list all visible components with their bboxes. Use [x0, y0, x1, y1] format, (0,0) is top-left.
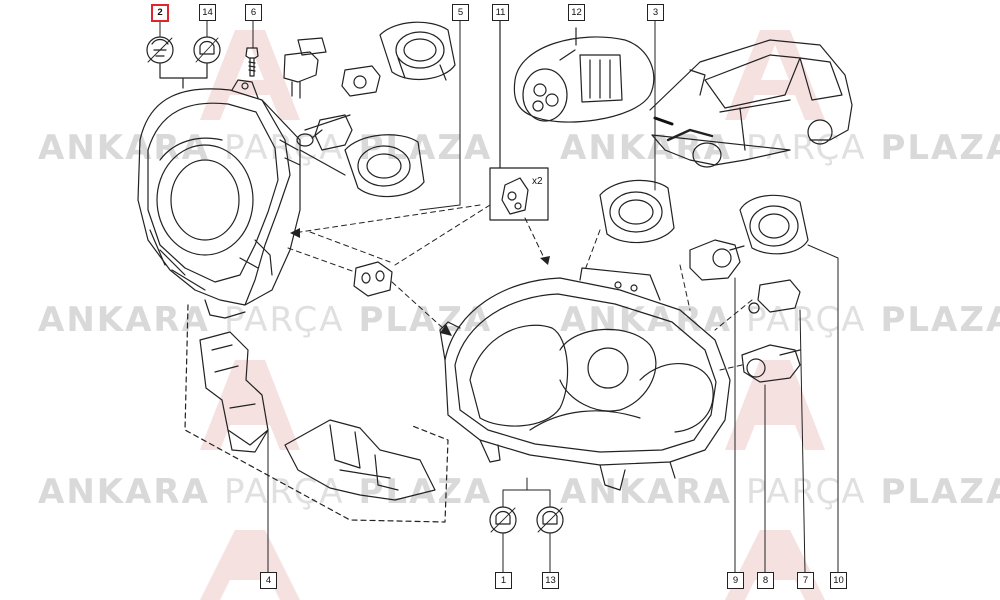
dashed-arrows [287, 204, 753, 371]
callout-11[interactable]: 11 [492, 4, 509, 21]
quantity-label: x2 [532, 176, 543, 187]
dashed-group-outline [184, 304, 449, 523]
bulb-holder [741, 344, 801, 383]
callout-9[interactable]: 9 [727, 572, 744, 589]
callout-4[interactable]: 4 [260, 572, 277, 589]
leader-line [159, 63, 208, 89]
callout-8[interactable]: 8 [757, 572, 774, 589]
seal-ring [344, 134, 425, 198]
callout-6[interactable]: 6 [245, 4, 262, 21]
callout-7[interactable]: 7 [797, 572, 814, 589]
bulb-holder [748, 279, 801, 314]
right-headlamp-front [439, 267, 731, 491]
mounting-bracket [284, 419, 436, 501]
callout-2[interactable]: 2 [151, 4, 169, 22]
bulb-pack [513, 36, 655, 123]
arrowheads [290, 228, 550, 336]
seal-ring [739, 194, 809, 255]
screw-part [245, 47, 259, 77]
bulb-socket-left [283, 37, 381, 151]
leader-lines [159, 19, 839, 573]
leader-line [299, 114, 351, 176]
car-illustration [649, 39, 853, 168]
seal-ring [379, 21, 456, 81]
left-headlamp-rear [137, 79, 301, 319]
callout-1[interactable]: 1 [495, 572, 512, 589]
ap-logo-watermark [200, 30, 825, 600]
callout-12[interactable]: 12 [568, 4, 585, 21]
callout-13[interactable]: 13 [542, 572, 559, 589]
bulb-holder [689, 239, 745, 281]
leader-line [489, 19, 549, 221]
callout-10[interactable]: 10 [830, 572, 847, 589]
grommet-part [353, 261, 393, 297]
seal-ring [599, 179, 675, 244]
clip-part [501, 177, 529, 215]
callout-3[interactable]: 3 [647, 4, 664, 21]
bulb-icon [489, 506, 564, 534]
callout-5[interactable]: 5 [452, 4, 469, 21]
bulb-icon [146, 36, 221, 64]
callout-14[interactable]: 14 [199, 4, 216, 21]
